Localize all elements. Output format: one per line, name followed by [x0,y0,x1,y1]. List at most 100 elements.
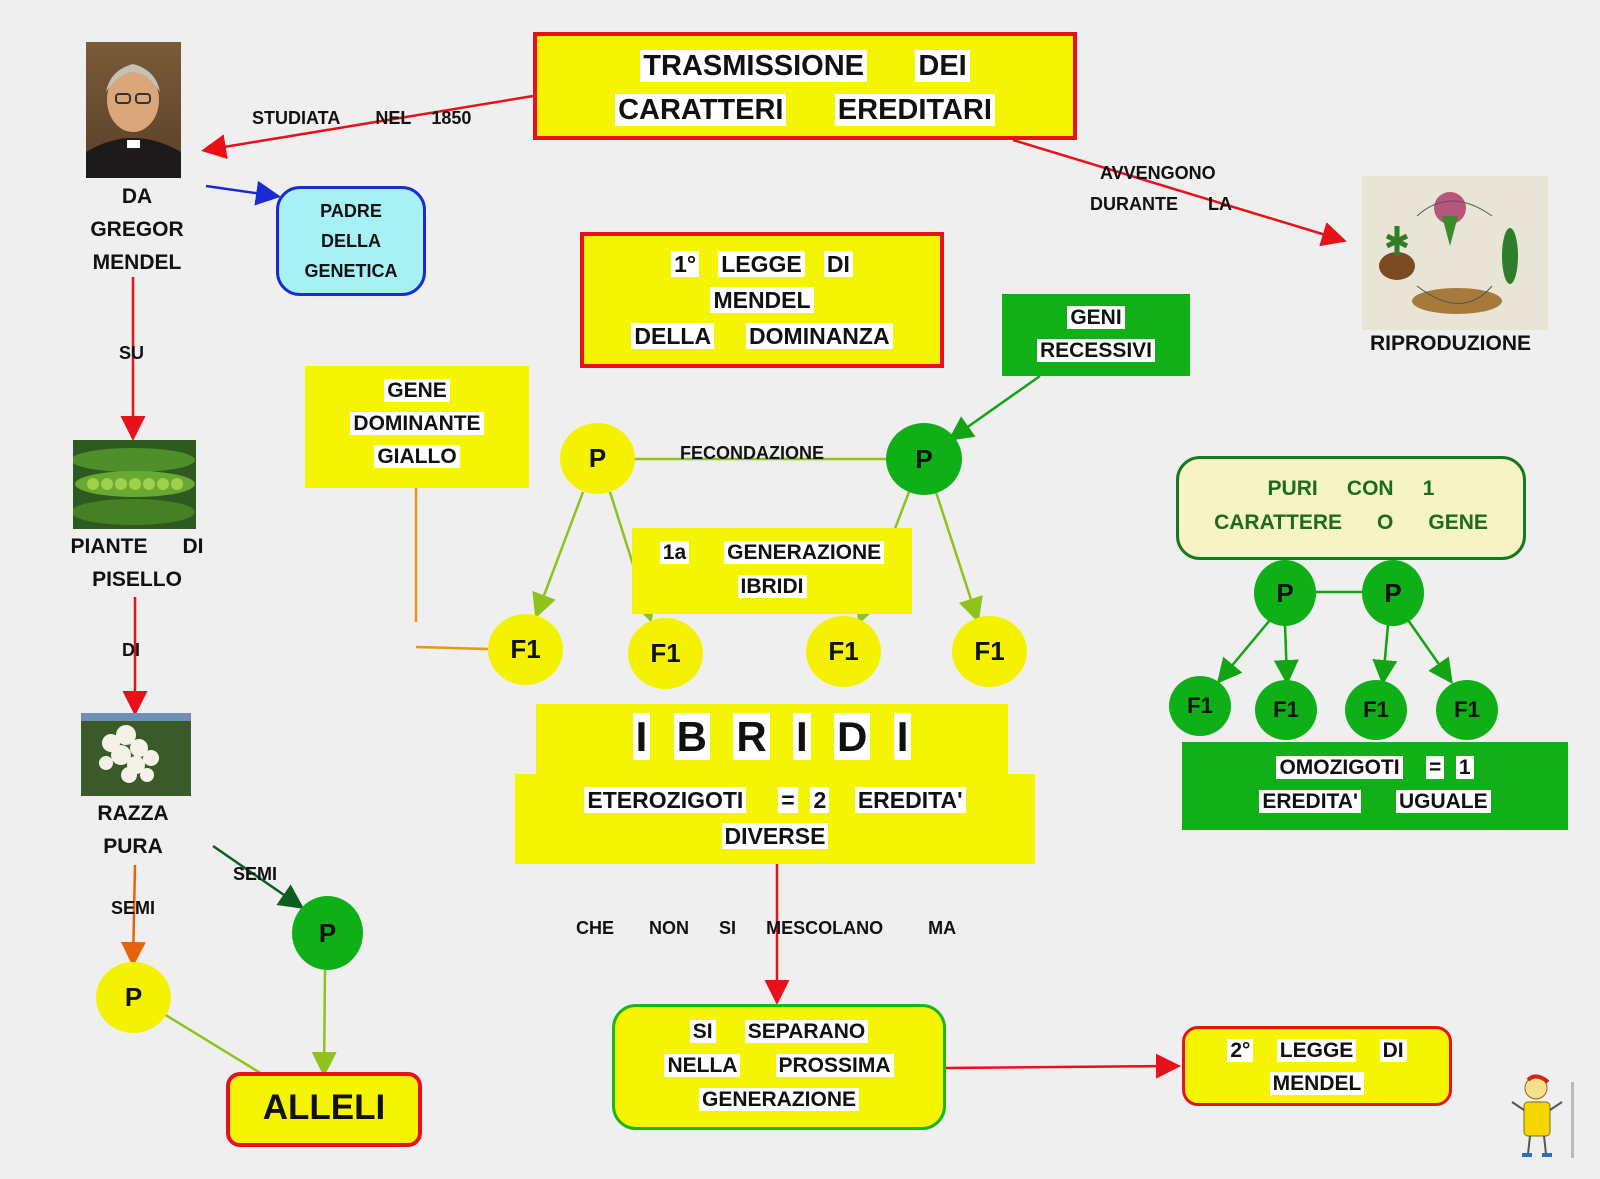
legge2-word: LEGGE [1276,1039,1357,1062]
connector-word: NEL [375,108,412,128]
padre-line: GENETICA [304,261,398,281]
generazione-word: 1a [659,541,690,564]
gene-word: DOMINANTE [350,412,484,435]
mendel-portrait-image [86,42,181,178]
p-green-right-2: P [1362,560,1424,626]
title-word: DEI [915,50,970,82]
gene-word: GIALLO [374,445,460,468]
padre-genetica-box: PADRE DELLA GENETICA [276,186,426,296]
omozigoti-word: 1 [1455,756,1474,779]
piante-word: PISELLO [92,568,182,591]
razza-word: RAZZA [97,802,169,825]
f1-green-circle: F1 [1436,680,1498,740]
alleli-box: ALLELI [226,1072,422,1147]
omozigoti-word: OMOZIGOTI [1276,756,1403,779]
mendel-label-line: DA [121,185,153,208]
legge1-word: 1° [671,251,700,277]
legge2-word: MENDEL [1269,1072,1365,1095]
separano-word: PROSSIMA [775,1054,894,1077]
ibridi-desc-box: ETEROZIGOTI = 2 EREDITA' DIVERSE [515,774,1035,864]
f1-circle: F1 [488,614,563,685]
f1-green-circle: F1 [1169,676,1231,736]
semi-right-label: SEMI [233,864,278,884]
omozigoti-word: = [1425,756,1445,779]
pea-pods-image [71,440,196,529]
generazione-word: IBRIDI [737,575,807,598]
legge1-word: LEGGE [718,251,805,277]
connector-word: AVVENGONO [1100,163,1216,183]
padre-line: PADRE [320,201,382,221]
generazione-word: GENERAZIONE [724,541,885,564]
ibridi-letter: I [893,713,912,760]
separano-word: SI [689,1020,716,1043]
f1-circle: F1 [952,616,1027,687]
puri-word: CON [1346,477,1394,500]
razza-word: PURA [103,835,163,858]
legge1-word: DELLA [631,323,715,349]
geni-recessivi-box: GENI RECESSIVI [1002,294,1190,376]
legge1-word: MENDEL [710,287,814,313]
p-yellow-left: P [96,962,171,1033]
legge1-word: DOMINANZA [746,323,893,349]
piante-word: DI [182,535,204,558]
title-word: TRASMISSIONE [640,50,868,82]
generazione-box: 1a GENERAZIONE IBRIDI [632,528,912,614]
separano-word: GENERAZIONE [698,1088,859,1111]
ibridi-letter: R [733,713,770,760]
p-yellow-parent: P [560,423,635,494]
title-word: EREDITARI [834,94,995,126]
p-green-right-1: P [1254,560,1316,626]
f1-green-circle: F1 [1255,680,1317,740]
ibridi-letter: I [632,713,651,760]
puri-box: PURI CON 1 CARATTERE O GENE [1176,456,1526,560]
semi-left-label: SEMI [111,898,156,918]
geni-word: RECESSIVI [1036,339,1156,362]
separano-word: NELLA [664,1054,741,1077]
studiata-label: STUDIATA NEL 1850 [252,108,471,129]
razza-pura-label: RAZZA PURA [90,797,176,863]
p-green-parent: P [886,423,962,495]
connector-word: SI [719,918,737,938]
connector-word: MESCOLANO [766,918,884,938]
fecondazione-label: FECONDAZIONE [680,443,824,463]
geni-word: GENI [1067,306,1125,329]
padre-line: DELLA [321,231,381,251]
omozigoti-box: OMOZIGOTI = 1 EREDITA' UGUALE [1182,742,1568,830]
ibridi-letter: I [793,713,811,760]
puri-word: O [1377,511,1394,534]
mescolano-label: CHE NON SI MESCOLANO MA [576,918,956,939]
mendel-label-line: MENDEL [92,251,182,274]
legge2-word: 2° [1227,1039,1254,1062]
title-word: CARATTERI [615,94,787,126]
riproduzione-cycle-image [1362,176,1548,330]
su-label: SU [119,343,145,363]
piante-label: PIANTE DI PISELLO [70,530,204,596]
separano-word: SEPARANO [744,1020,869,1043]
p-green-left: P [292,896,363,970]
legge1-box: 1° LEGGE DI MENDEL DELLA DOMINANZA [580,232,944,368]
ibridi-word: 2 [810,787,830,813]
puri-word: PURI [1267,477,1318,500]
avvengono-label: AVVENGONO DURANTE LA [1090,158,1232,220]
puri-word: GENE [1428,511,1488,534]
connector-word: STUDIATA [252,108,341,128]
puri-word: 1 [1422,477,1435,500]
ibridi-letter: D [834,713,871,760]
f1-circle: F1 [806,616,881,687]
legge2-word: DI [1379,1039,1407,1062]
alleli-label: ALLELI [262,1088,386,1127]
mendel-label: DA GREGOR MENDEL [85,180,189,279]
separano-box: SI SEPARANO NELLA PROSSIMA GENERAZIONE [612,1004,946,1130]
white-flowers-image [81,713,191,796]
connector-word: 1850 [431,108,472,128]
connector-word: DURANTE [1090,194,1178,214]
omozigoti-word: EREDITA' [1259,790,1361,813]
omozigoti-word: UGUALE [1395,790,1491,813]
di-label: DI [122,640,140,660]
puri-word: CARATTERE [1214,511,1343,534]
legge2-box: 2° LEGGE DI MENDEL [1182,1026,1452,1106]
connector-word: MA [928,918,957,938]
piante-word: PIANTE [70,535,148,558]
ibridi-letter: B [673,713,710,760]
mascot-logo [1508,1074,1580,1160]
